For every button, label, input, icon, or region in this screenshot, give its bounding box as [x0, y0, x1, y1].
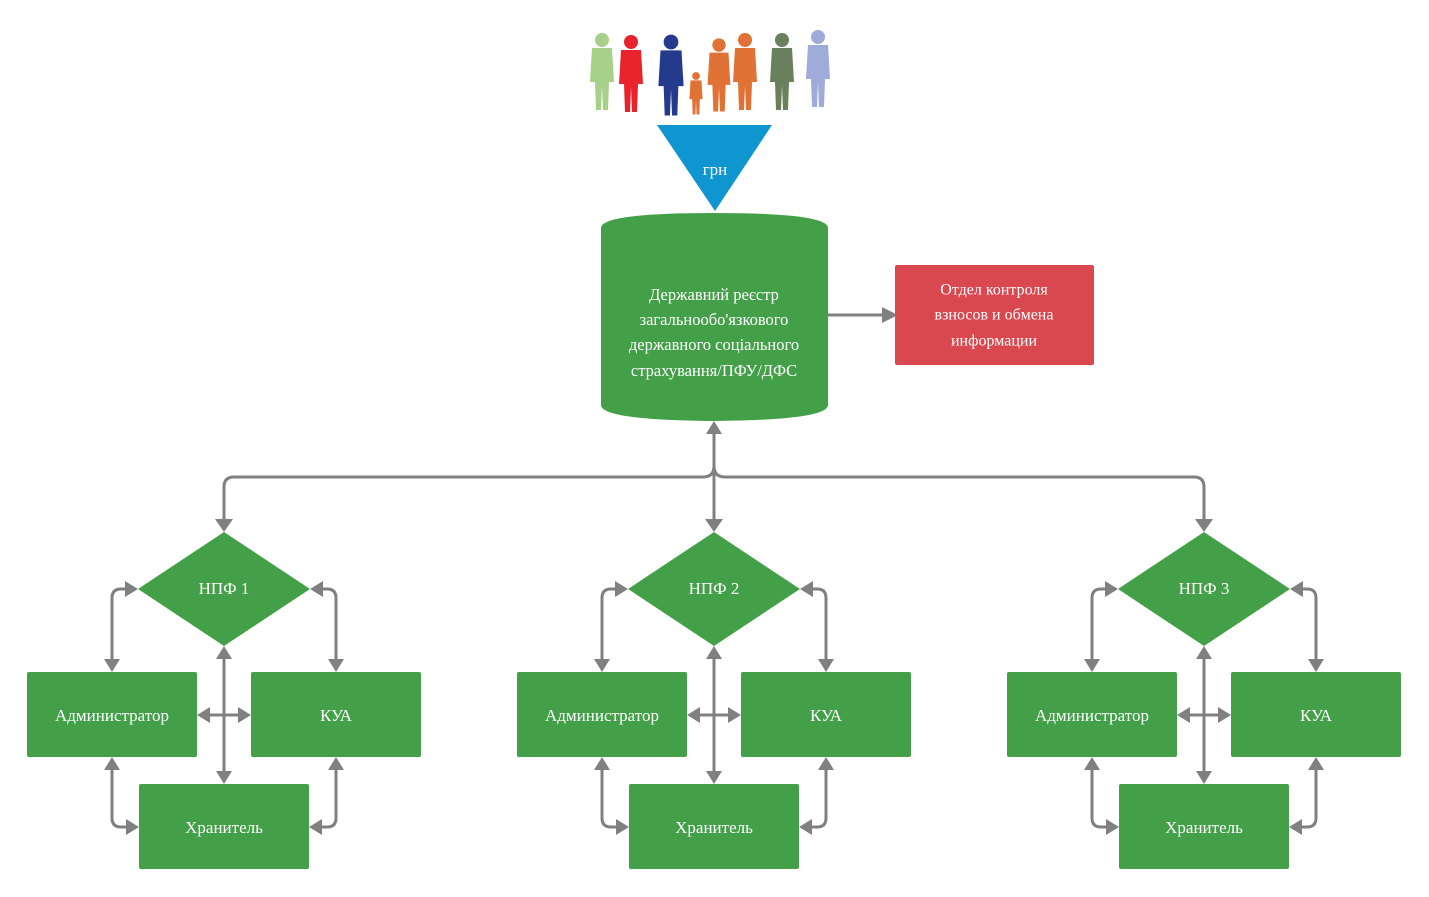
fund-group: НПФ 2 Администратор КУА Хранитель — [517, 519, 911, 869]
custodian-box — [1119, 784, 1289, 869]
registry-line-4: страхування/ПФУ/ДФС — [631, 361, 797, 380]
funnel-triangle — [657, 125, 772, 211]
state-registry-node[interactable]: Державний реєстр загальнообо'язкового де… — [601, 213, 828, 421]
person-figure — [707, 38, 731, 112]
administrator-node[interactable]: Администратор — [1007, 672, 1177, 757]
administrator-node[interactable]: Администратор — [27, 672, 197, 757]
kua-label: КУА — [320, 706, 353, 725]
registry-line-1: Державний реєстр — [649, 285, 779, 304]
administrator-label: Администратор — [1035, 706, 1149, 725]
administrator-label: Администратор — [55, 706, 169, 725]
person-figure — [733, 33, 757, 110]
kua-label: КУА — [1300, 706, 1333, 725]
fund-name: НПФ 1 — [199, 579, 250, 598]
fund-name: НПФ 2 — [689, 579, 740, 598]
kua-box — [741, 672, 911, 757]
people-silhouettes-icon — [590, 30, 830, 116]
uah-funnel: грн — [657, 125, 772, 211]
registry-line-3: державного соціального — [629, 335, 799, 354]
custodian-box — [629, 784, 799, 869]
fund-diamond — [138, 532, 310, 646]
kua-box — [251, 672, 421, 757]
fund-diamond — [1118, 532, 1290, 646]
kua-node[interactable]: КУА — [741, 672, 911, 757]
custodian-node[interactable]: Хранитель — [629, 784, 799, 869]
person-figure — [658, 34, 684, 116]
custodian-label: Хранитель — [675, 818, 753, 837]
fund-diamond-node[interactable]: НПФ 2 — [628, 532, 800, 646]
person-figure — [689, 72, 703, 115]
kua-node[interactable]: КУА — [1231, 672, 1401, 757]
administrator-box — [1007, 672, 1177, 757]
custodian-node[interactable]: Хранитель — [1119, 784, 1289, 869]
person-figure — [619, 35, 643, 112]
control-line-3: информации — [951, 333, 1037, 350]
fund-diamond — [628, 532, 800, 646]
registry-to-funds-connector — [222, 421, 1206, 520]
kua-node[interactable]: КУА — [251, 672, 421, 757]
administrator-box — [517, 672, 687, 757]
registry-line-2: загальнообо'язкового — [640, 310, 789, 329]
registry-cylinder — [601, 213, 828, 421]
custodian-label: Хранитель — [185, 818, 263, 837]
kua-label: КУА — [810, 706, 843, 725]
fund-diamond-node[interactable]: НПФ 3 — [1118, 532, 1290, 646]
person-figure — [590, 33, 614, 110]
funnel-label: грн — [703, 160, 728, 179]
control-department-box — [895, 265, 1094, 365]
custodian-node[interactable]: Хранитель — [139, 784, 309, 869]
fund-group: НПФ 1 Администратор КУА Хранитель — [27, 519, 421, 869]
fund-name: НПФ 3 — [1179, 579, 1230, 598]
control-line-2: взносов и обмена — [935, 307, 1054, 324]
person-figure — [770, 33, 794, 110]
control-department-node[interactable]: Отдел контроля взносов и обмена информац… — [895, 265, 1094, 365]
custodian-label: Хранитель — [1165, 818, 1243, 837]
administrator-node[interactable]: Администратор — [517, 672, 687, 757]
administrator-label: Администратор — [545, 706, 659, 725]
control-line-1: Отдел контроля — [940, 282, 1048, 299]
registry-to-control-connector — [828, 307, 898, 323]
administrator-box — [27, 672, 197, 757]
custodian-box — [139, 784, 309, 869]
fund-diamond-node[interactable]: НПФ 1 — [138, 532, 310, 646]
person-figure — [806, 30, 830, 107]
fund-group: НПФ 3 Администратор КУА Хранитель — [1007, 519, 1401, 869]
kua-box — [1231, 672, 1401, 757]
